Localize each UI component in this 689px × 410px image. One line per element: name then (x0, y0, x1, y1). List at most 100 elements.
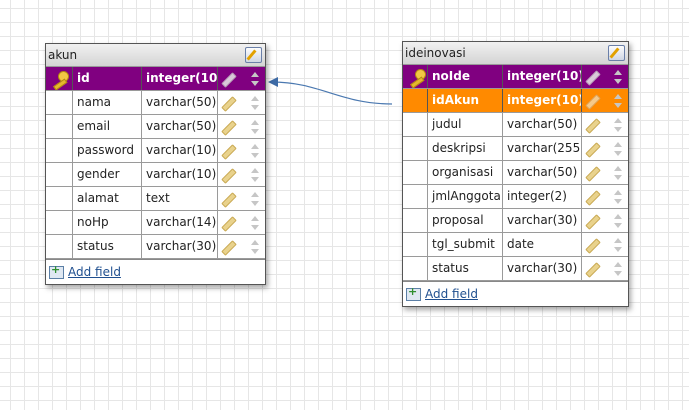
field-type[interactable]: varchar(14) (142, 211, 218, 234)
field-type[interactable]: integer(10) (503, 89, 582, 112)
key-cell (403, 233, 428, 256)
field-row-jmlanggota[interactable]: jmlAnggota integer(2) (403, 185, 628, 209)
field-name[interactable]: proposal (428, 209, 503, 232)
field-name[interactable]: gender (73, 163, 142, 186)
field-row-proposal[interactable]: proposal varchar(30) (403, 209, 628, 233)
table-header[interactable]: akun (46, 44, 265, 67)
field-name[interactable]: alamat (73, 187, 142, 210)
field-type[interactable]: integer(10) (503, 65, 582, 88)
edit-field-pencil-icon[interactable] (221, 240, 237, 256)
add-field-icon[interactable] (49, 263, 64, 279)
field-name[interactable]: jmlAnggota (428, 185, 503, 208)
field-type[interactable]: varchar(50) (503, 113, 582, 136)
reorder-arrows-icon[interactable] (251, 215, 259, 231)
field-name[interactable]: organisasi (428, 161, 503, 184)
edit-field-pencil-icon[interactable] (585, 70, 601, 86)
edit-field-pencil-icon[interactable] (585, 214, 601, 230)
table-akun[interactable]: akun id integer(10) nama varchar(50) ema… (45, 43, 266, 285)
edit-field-pencil-icon[interactable] (221, 96, 237, 112)
field-type[interactable]: integer(10) (142, 67, 218, 90)
reorder-arrows-icon[interactable] (614, 93, 622, 109)
field-name[interactable]: deskripsi (428, 137, 503, 160)
field-type[interactable]: varchar(30) (503, 257, 582, 280)
field-row-nama[interactable]: nama varchar(50) (46, 91, 265, 115)
field-row-tgl-submit[interactable]: tgl_submit date (403, 233, 628, 257)
field-name[interactable]: nama (73, 91, 142, 114)
field-name[interactable]: status (428, 257, 503, 280)
field-row-judul[interactable]: judul varchar(50) (403, 113, 628, 137)
field-type[interactable]: varchar(255) (503, 137, 582, 160)
field-row-status[interactable]: status varchar(30) (46, 235, 265, 259)
reorder-arrows-icon[interactable] (614, 261, 622, 277)
reorder-arrows-icon[interactable] (614, 117, 622, 133)
reorder-arrows-icon[interactable] (614, 69, 622, 85)
edit-table-icon[interactable] (608, 45, 625, 61)
field-type[interactable]: varchar(30) (142, 235, 218, 258)
reorder-arrows-icon[interactable] (614, 237, 622, 253)
add-field-link[interactable]: Add field (68, 265, 121, 279)
field-row-deskripsi[interactable]: deskripsi varchar(255) (403, 137, 628, 161)
field-type[interactable]: varchar(50) (142, 91, 218, 114)
field-type[interactable]: varchar(10) (142, 163, 218, 186)
field-row-organisasi[interactable]: organisasi varchar(50) (403, 161, 628, 185)
key-cell (403, 185, 428, 208)
reorder-arrows-icon[interactable] (251, 119, 259, 135)
reorder-arrows-icon[interactable] (614, 165, 622, 181)
reorder-arrows-icon[interactable] (614, 189, 622, 205)
field-type[interactable]: varchar(10) (142, 139, 218, 162)
field-row-password[interactable]: password varchar(10) (46, 139, 265, 163)
field-type[interactable]: date (503, 233, 582, 256)
reorder-arrows-icon[interactable] (251, 95, 259, 111)
field-name[interactable]: email (73, 115, 142, 138)
field-name[interactable]: tgl_submit (428, 233, 503, 256)
table-header[interactable]: ideinovasi (403, 42, 628, 65)
relation-path[interactable] (271, 81, 393, 105)
field-row-idakun[interactable]: idAkun integer(10) (403, 89, 628, 113)
edit-field-pencil-icon[interactable] (585, 238, 601, 254)
field-name[interactable]: idAkun (428, 89, 503, 112)
edit-field-pencil-icon[interactable] (585, 142, 601, 158)
field-row-id[interactable]: id integer(10) (46, 67, 265, 91)
reorder-arrows-icon[interactable] (614, 213, 622, 229)
field-row-alamat[interactable]: alamat text (46, 187, 265, 211)
edit-field-pencil-icon[interactable] (585, 118, 601, 134)
add-field-link[interactable]: Add field (425, 287, 478, 301)
edit-field-pencil-icon[interactable] (221, 120, 237, 136)
edit-field-pencil-icon[interactable] (585, 190, 601, 206)
reorder-arrows-icon[interactable] (614, 141, 622, 157)
reorder-arrows-icon[interactable] (251, 191, 259, 207)
field-name[interactable]: noIde (428, 65, 503, 88)
edit-field-pencil-icon[interactable] (221, 144, 237, 160)
reorder-arrows-icon[interactable] (251, 143, 259, 159)
reorder-arrows-icon[interactable] (251, 167, 259, 183)
field-type[interactable]: varchar(50) (142, 115, 218, 138)
field-type[interactable]: varchar(50) (503, 161, 582, 184)
edit-field-pencil-icon[interactable] (585, 94, 601, 110)
add-field-icon[interactable] (406, 285, 421, 301)
edit-field-pencil-icon[interactable] (221, 216, 237, 232)
field-name[interactable]: id (73, 67, 142, 90)
field-row-status[interactable]: status varchar(30) (403, 257, 628, 281)
field-name[interactable]: judul (428, 113, 503, 136)
field-type[interactable]: text (142, 187, 218, 210)
reorder-arrows-icon[interactable] (251, 71, 259, 87)
edit-field-pencil-icon[interactable] (585, 166, 601, 182)
reorder-arrows-icon[interactable] (251, 239, 259, 255)
edit-field-pencil-icon[interactable] (221, 192, 237, 208)
field-actions (582, 209, 628, 232)
field-type[interactable]: integer(2) (503, 185, 582, 208)
edit-field-pencil-icon[interactable] (221, 168, 237, 184)
field-row-gender[interactable]: gender varchar(10) (46, 163, 265, 187)
edit-field-pencil-icon[interactable] (585, 262, 601, 278)
field-type[interactable]: varchar(30) (503, 209, 582, 232)
table-ideinovasi[interactable]: ideinovasi noIde integer(10) idAkun inte… (402, 41, 629, 307)
field-name[interactable]: noHp (73, 211, 142, 234)
field-row-noide[interactable]: noIde integer(10) (403, 65, 628, 89)
field-row-email[interactable]: email varchar(50) (46, 115, 265, 139)
field-name[interactable]: password (73, 139, 142, 162)
field-name[interactable]: status (73, 235, 142, 258)
edit-field-pencil-icon[interactable] (221, 72, 237, 88)
edit-table-icon[interactable] (245, 47, 262, 63)
field-row-nohp[interactable]: noHp varchar(14) (46, 211, 265, 235)
